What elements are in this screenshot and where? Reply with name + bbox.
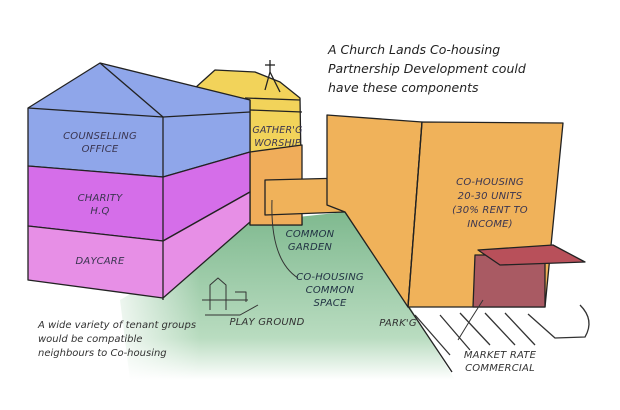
label-line: CO-HOUSING — [296, 272, 364, 283]
tenant-building — [27, 62, 251, 300]
title-line: Partnership Development could — [328, 61, 526, 76]
counselling-office-label: COUNSELLING OFFICE — [55, 130, 145, 156]
label-line: COMMERCIAL — [465, 363, 535, 374]
daycare-label: DAYCARE — [75, 256, 125, 267]
label-line: COMMON — [285, 229, 335, 240]
title-line: have these components — [328, 80, 479, 95]
playground-sketch — [202, 277, 259, 316]
parking-label: PARK'G — [379, 318, 417, 329]
label-line: (30% RENT TO — [452, 205, 528, 216]
label-line: SPACE — [313, 298, 347, 309]
label-line: CHARITY — [77, 193, 123, 204]
label-line: GARDEN — [287, 242, 333, 253]
note-line: neighbours to Co-housing — [38, 348, 167, 359]
title-line: A Church Lands Co-housing — [328, 42, 501, 57]
label-line: H.Q — [90, 206, 110, 217]
label-line: OFFICE — [81, 144, 119, 155]
common-space-label: CO-HOUSING COMMON SPACE — [290, 271, 370, 310]
parking-stripes — [414, 304, 590, 356]
note-line: A wide variety of tenant groups — [38, 320, 197, 331]
worship-label: GATHER'G WORSHIP — [250, 124, 305, 150]
label-line: INCOME) — [467, 219, 513, 230]
cohousing-label: CO-HOUSING 20-30 UNITS (30% RENT TO INCO… — [440, 176, 540, 232]
playground-label: PLAY GROUND — [229, 317, 305, 328]
tenant-groups-note: A wide variety of tenant groups would be… — [38, 319, 196, 361]
label-line: MARKET RATE — [463, 350, 537, 361]
label-line: 20-30 UNITS — [457, 191, 523, 202]
commercial-label: MARKET RATE COMMERCIAL — [455, 349, 545, 375]
charity-hq-label: CHARITY H.Q — [60, 192, 140, 218]
common-garden-label: COMMON GARDEN — [280, 228, 340, 254]
note-line: would be compatible — [38, 334, 143, 345]
commercial-building — [472, 244, 586, 308]
diagram-title: A Church Lands Co-housing Partnership De… — [328, 40, 526, 97]
label-line: CO-HOUSING — [456, 177, 524, 188]
label-line: GATHER'G — [252, 125, 303, 136]
label-line: WORSHIP — [254, 138, 301, 149]
label-line: COUNSELLING — [63, 131, 137, 142]
label-line: COMMON — [305, 285, 355, 296]
